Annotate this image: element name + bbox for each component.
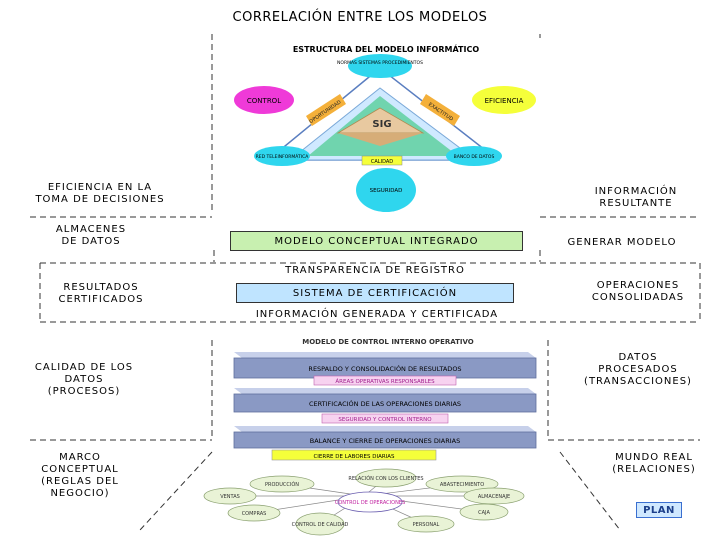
- stack-bar-2: CERTIFICACIÓN DE LAS OPERACIONES DIARIAS: [309, 399, 461, 408]
- label-resultados: RESULTADOS CERTIFICADOS: [58, 282, 144, 305]
- label-operaciones: OPERACIONES CONSOLIDADAS: [591, 280, 685, 303]
- modelo-conceptual-box: MODELO CONCEPTUAL INTEGRADO: [230, 231, 523, 251]
- label-informacion: INFORMACIÓN RESULTANTE: [594, 186, 678, 209]
- sistema-certificacion-box: SISTEMA DE CERTIFICACIÓN: [236, 283, 514, 303]
- informatics-model-diagram: ESTRUCTURA DEL MODELO INFORMÁTICO SIG OP…: [228, 38, 544, 216]
- node-control-label: CONTROL: [247, 97, 281, 105]
- diagram-heading: ESTRUCTURA DEL MODELO INFORMÁTICO: [293, 43, 479, 54]
- calidad-node: CALIDAD: [371, 159, 393, 165]
- operations-ellipse-diagram: RELACIÓN CON LOS CLIENTES PRODUCCIÓN ABA…: [203, 468, 525, 536]
- ellipse-compras: COMPRAS: [242, 511, 267, 517]
- ellipse-control-calidad: CONTROL DE CALIDAD: [292, 522, 349, 528]
- label-calidad: CALIDAD DE LOS DATOS (PROCESOS): [34, 362, 134, 397]
- node-red-label: RED TELEINFORMÁTICA: [256, 153, 310, 160]
- ellipse-personal: PERSONAL: [413, 522, 440, 528]
- ellipse-almacenaje: ALMACENAJE: [478, 494, 510, 500]
- label-marco: MARCO CONCEPTUAL (REGLAS DEL NEGOCIO): [41, 452, 119, 499]
- ellipse-relacion: RELACIÓN CON LOS CLIENTES: [348, 475, 423, 482]
- ellipse-control-operaciones: CONTROL DE OPERACIONES: [335, 500, 405, 506]
- stack-bar-1: RESPALDO Y CONSOLIDACIÓN DE RESULTADOS: [308, 364, 461, 373]
- ellipse-abastecimiento: ABASTECIMIENTO: [440, 482, 484, 488]
- ellipse-produccion: PRODUCCIÓN: [265, 481, 299, 488]
- plan-logo: PLAN: [636, 502, 682, 518]
- ellipse-ventas: VENTAS: [220, 494, 240, 500]
- ellipse-caja: CAJA: [478, 510, 490, 516]
- label-eficiencia: EFICIENCIA EN LA TOMA DE DECISIONES: [35, 182, 165, 205]
- label-generar: GENERAR MODELO: [567, 237, 677, 248]
- informacion-generada-label: INFORMACIÓN GENERADA Y CERTIFICADA: [255, 309, 499, 320]
- stack-sub-3: CIERRE DE LABORES DIARIAS: [313, 454, 395, 460]
- label-mundo: MUNDO REAL (RELACIONES): [612, 452, 696, 475]
- page-title: CORRELACIÓN ENTRE LOS MODELOS: [232, 10, 488, 25]
- stack-sub-1: ÁREAS OPERATIVAS RESPONSABLES: [335, 378, 435, 385]
- node-banco-label: BANCO DE DATOS: [454, 154, 495, 160]
- label-almacenes: ALMACENES DE DATOS: [55, 224, 127, 247]
- node-top-label: NORMAS SISTEMAS PROCEDIMIENTOS: [337, 60, 423, 66]
- stack-sub-2: SEGURIDAD Y CONTROL INTERNO: [338, 417, 432, 423]
- node-eficiencia-label: EFICIENCIA: [485, 97, 524, 105]
- node-seguridad-label: SEGURIDAD: [370, 188, 403, 194]
- label-datos: DATOS PROCESADOS (TRANSACCIONES): [584, 352, 692, 387]
- stack-heading: MODELO DE CONTROL INTERNO OPERATIVO: [302, 338, 474, 346]
- sig-label: SIG: [372, 119, 391, 130]
- transparencia-label: TRANSPARENCIA DE REGISTRO: [285, 265, 465, 276]
- control-stack-diagram: MODELO DE CONTROL INTERNO OPERATIVO RESP…: [233, 338, 537, 461]
- stack-bar-3: BALANCE Y CIERRE DE OPERACIONES DIARIAS: [310, 437, 461, 445]
